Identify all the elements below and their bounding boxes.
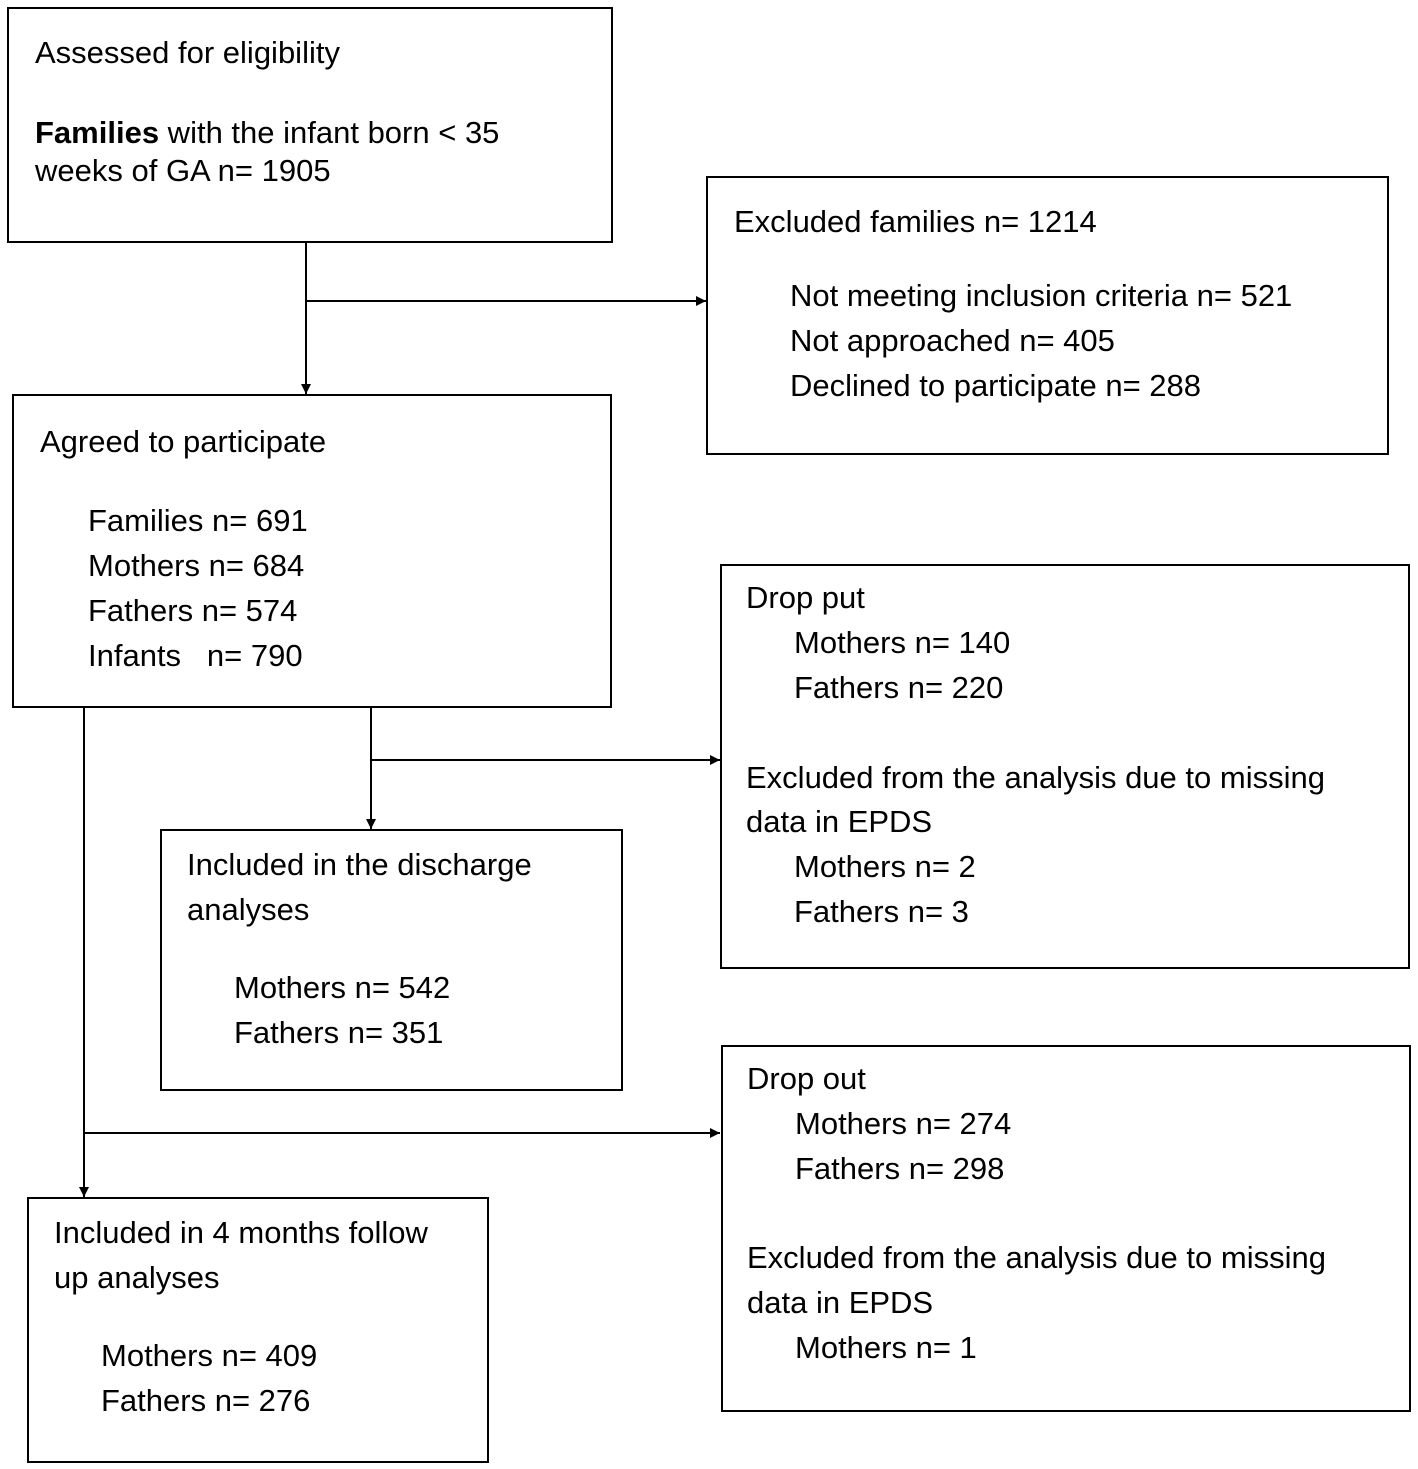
followup-title-line2: up analyses <box>54 1260 220 1295</box>
dropout2-excluded-line1: Excluded from the analysis due to missin… <box>747 1240 1326 1275</box>
discharge-box: Included in the discharge analyses Mothe… <box>160 829 623 1091</box>
dropout1-box: Drop put Mothers n= 140 Fathers n= 220 E… <box>720 564 1410 969</box>
followup-box: Included in 4 months follow up analyses … <box>27 1197 489 1463</box>
dropout2-item: Fathers n= 298 <box>795 1151 1005 1186</box>
dropout1-item: Mothers n= 140 <box>794 625 1011 660</box>
dropout1-excluded-line2: data in EPDS <box>746 804 933 839</box>
dropout1-item: Fathers n= 220 <box>794 670 1004 705</box>
discharge-item: Mothers n= 542 <box>234 970 451 1005</box>
followup-item: Fathers n= 276 <box>101 1383 311 1418</box>
dropout2-item: Mothers n= 274 <box>795 1106 1012 1141</box>
eligibility-line2: weeks of GA n= 1905 <box>35 153 331 188</box>
dropout2-excluded-line2: data in EPDS <box>747 1285 934 1320</box>
dropout2-title: Drop out <box>747 1061 866 1096</box>
agreed-item: Families n= 691 <box>88 503 308 538</box>
excluded-title: Excluded families n= 1214 <box>734 204 1097 239</box>
eligibility-line1-rest: with the infant born < 35 <box>159 115 500 150</box>
excluded-box: Excluded families n= 1214 Not meeting in… <box>706 176 1389 455</box>
families-bold: Families <box>35 115 160 150</box>
dropout2-box: Drop out Mothers n= 274 Fathers n= 298 E… <box>721 1045 1411 1412</box>
excluded-item: Not approached n= 405 <box>790 323 1115 358</box>
agreed-item: Infants n= 790 <box>88 638 303 673</box>
followup-item: Mothers n= 409 <box>101 1338 318 1373</box>
eligibility-box: Assessed for eligibility Families with t… <box>7 7 613 243</box>
agreed-box: Agreed to participate Families n= 691 Mo… <box>12 394 612 708</box>
followup-title-line1: Included in 4 months follow <box>54 1215 428 1250</box>
dropout1-excluded-line1: Excluded from the analysis due to missin… <box>746 760 1325 795</box>
discharge-item: Fathers n= 351 <box>234 1015 444 1050</box>
dropout1-excluded-item: Fathers n= 3 <box>794 894 969 929</box>
discharge-title-line2: analyses <box>187 892 310 927</box>
discharge-title-line1: Included in the discharge <box>187 847 532 882</box>
dropout1-excluded-item: Mothers n= 2 <box>794 849 976 884</box>
eligibility-line1: Families with the infant born < 35 <box>35 111 499 155</box>
dropout1-title: Drop put <box>746 580 865 615</box>
agreed-title: Agreed to participate <box>40 424 327 459</box>
agreed-item: Fathers n= 574 <box>88 593 298 628</box>
eligibility-title: Assessed for eligibility <box>35 35 340 70</box>
dropout2-excluded-item: Mothers n= 1 <box>795 1330 977 1365</box>
excluded-item: Declined to participate n= 288 <box>790 368 1202 403</box>
agreed-item: Mothers n= 684 <box>88 548 305 583</box>
excluded-item: Not meeting inclusion criteria n= 521 <box>790 278 1293 313</box>
